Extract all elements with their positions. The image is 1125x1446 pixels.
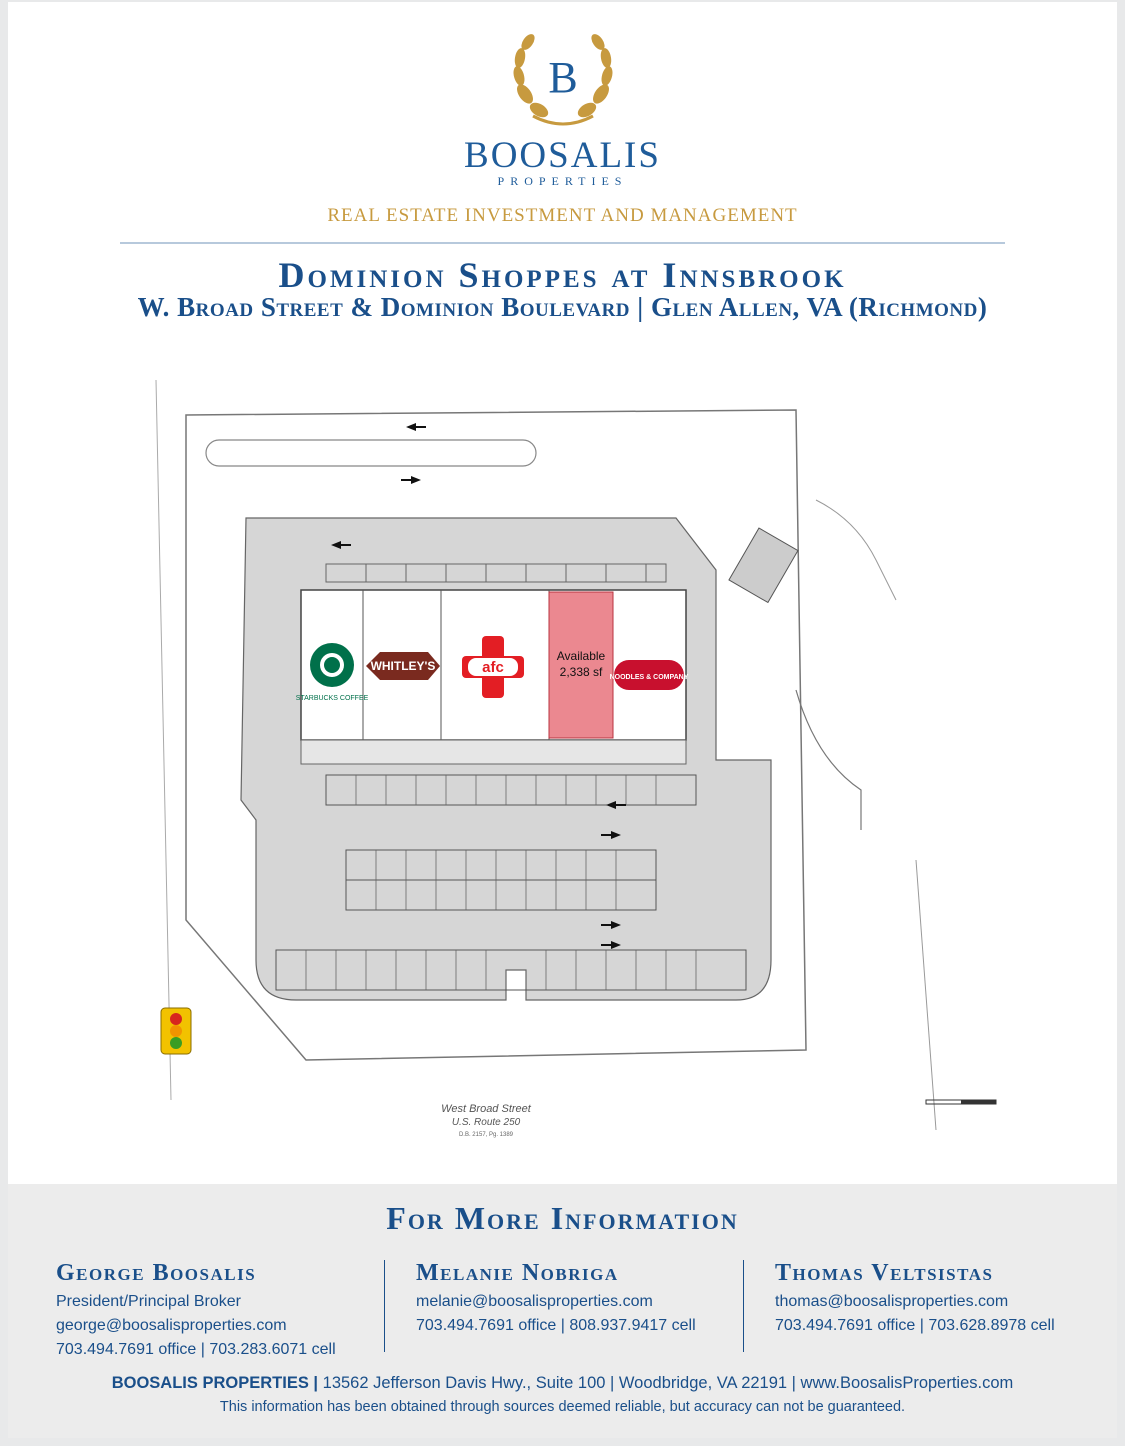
contact-name: Thomas Veltsistas <box>775 1260 994 1286</box>
more-info-heading: For More Information <box>386 1200 739 1236</box>
brand-subtitle: PROPERTIES <box>497 174 628 188</box>
contact-phones: 703.494.7691 office | 703.628.8978 cell <box>775 1317 1055 1334</box>
contact-thomas: Thomas Veltsistas thomas@boosalispropert… <box>775 1260 1095 1338</box>
company-tagline: REAL ESTATE INVESTMENT AND MANAGEMENT <box>327 205 798 226</box>
scale-bar <box>925 1099 997 1105</box>
parking-island <box>205 439 537 467</box>
tenant-afc: afc <box>482 659 504 676</box>
contact-name: Melanie Nobriga <box>416 1260 619 1286</box>
company-logo: B <box>8 24 1117 134</box>
dumpster-enclosure <box>728 527 799 604</box>
parking-stalls-top <box>325 563 667 583</box>
whitleys-logo <box>366 652 440 680</box>
property-location: W. Broad Street & Dominion Boulevard | G… <box>137 292 988 322</box>
stall-lines <box>305 775 697 990</box>
company-name: BOOSALIS PROPERTIES | <box>111 1374 319 1392</box>
contact-role: President/Principal Broker <box>56 1293 241 1310</box>
afc-logo <box>462 636 524 698</box>
company-address-line: BOOSALIS PROPERTIES | 13562 Jefferson Da… <box>8 1374 1117 1393</box>
starbucks-logo <box>310 643 354 687</box>
contact-divider <box>743 1260 744 1352</box>
flyer-page: B BOOSALIS PROPERTIES REAL ESTATE INVEST… <box>8 2 1117 1438</box>
available-label: Available <box>557 649 606 663</box>
access-road <box>815 499 897 601</box>
traffic-arrows <box>331 423 626 949</box>
arrow-left-icon <box>331 541 351 549</box>
company-address[interactable]: 13562 Jefferson Davis Hwy., Suite 100 | … <box>322 1374 1014 1392</box>
contact-divider <box>384 1260 385 1352</box>
arrow-right-icon <box>401 476 421 484</box>
site-plan: Available 2,338 sf STARBUCKS COFFEE WHIT… <box>155 379 997 1138</box>
traffic-light-icon <box>160 1007 192 1055</box>
arrow-right-icon <box>601 941 621 949</box>
arrow-right-icon <box>601 831 621 839</box>
boundary-line <box>155 379 172 1101</box>
tenant-whitleys: WHITLEY'S <box>371 659 436 673</box>
contact-email[interactable]: melanie@boosalisproperties.com <box>416 1293 653 1310</box>
street-route: U.S. Route 250 <box>452 1117 521 1128</box>
laurel-wreath-icon: B <box>513 34 612 126</box>
contact-name: George Boosalis <box>56 1260 257 1286</box>
brand-name: BOOSALIS <box>464 135 661 176</box>
available-size: 2,338 sf <box>560 665 603 679</box>
header-divider <box>120 242 1005 244</box>
parking-rows <box>275 774 747 991</box>
contact-email[interactable]: thomas@boosalisproperties.com <box>775 1293 1009 1310</box>
contact-phones: 703.494.7691 office | 703.283.6071 cell <box>56 1341 336 1358</box>
disclaimer: This information has been obtained throu… <box>219 1399 906 1415</box>
available-unit <box>548 591 614 739</box>
contact-footer: For More Information George Boosalis Pre… <box>8 1184 1117 1438</box>
entrance-road <box>795 689 862 830</box>
arrow-left-icon <box>606 801 626 809</box>
street-deed-ref: D.B. 2157, Pg. 1389 <box>459 1132 514 1138</box>
right-road-edge <box>915 859 937 1131</box>
logo-letter: B <box>548 53 577 102</box>
contact-melanie: Melanie Nobriga melanie@boosalisproperti… <box>416 1260 736 1338</box>
noodles-logo <box>614 660 684 690</box>
arrow-right-icon <box>601 921 621 929</box>
street-name: West Broad Street <box>441 1103 532 1115</box>
contact-phones: 703.494.7691 office | 808.937.9417 cell <box>416 1317 696 1334</box>
tenant-noodles: NOODLES & COMPANY <box>610 674 689 681</box>
sidewalk <box>300 739 687 765</box>
property-title: Dominion Shoppes at Innsbrook <box>278 255 847 295</box>
property-boundary <box>185 409 807 1061</box>
contact-email[interactable]: george@boosalisproperties.com <box>56 1317 287 1334</box>
arrow-left-icon <box>406 423 426 431</box>
contact-george: George Boosalis President/Principal Brok… <box>56 1260 376 1362</box>
tenant-starbucks: STARBUCKS COFFEE <box>296 695 369 702</box>
